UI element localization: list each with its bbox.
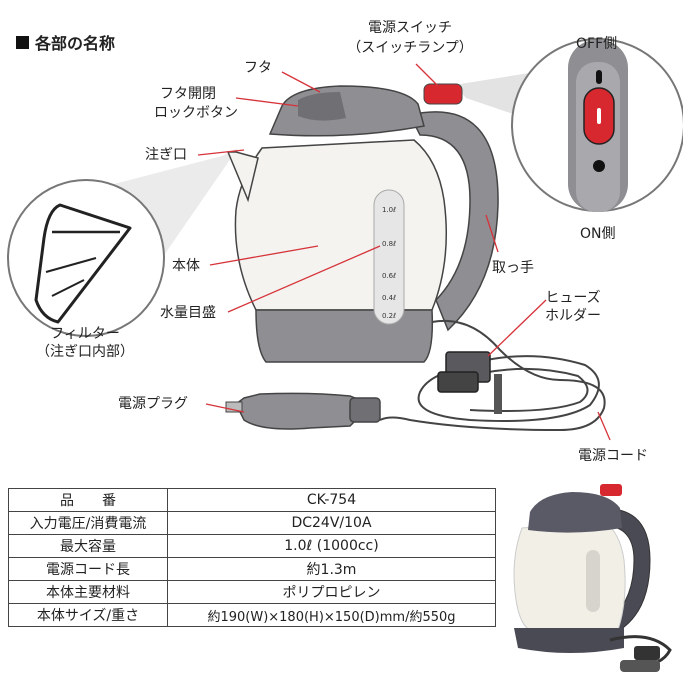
spec-value: 約190(W)×180(H)×150(D)mm/約550g [167,603,496,627]
label-lid-lock-2: ロックボタン [154,105,238,121]
power-plug [225,392,381,430]
label-switch-2: （スイッチランプ） [347,40,473,56]
scale-mark: 0.6ℓ [382,272,396,280]
spec-key: 最大容量 [8,534,168,558]
label-fuse-2: ホルダー [545,308,601,324]
product-photo [513,484,672,672]
spec-value: DC24V/10A [167,511,496,535]
kettle-parts-diagram: 1.0ℓ 0.8ℓ 0.6ℓ 0.4ℓ 0.2ℓ [7,38,683,441]
table-row: 本体主要材料 ポリプロピレン [8,580,496,604]
label-on-side: ON側 [580,226,616,242]
spec-key: 本体主要材料 [8,580,168,604]
spec-key: 入力電圧/消費電流 [8,511,168,535]
spec-value: ポリプロピレン [167,580,496,604]
spec-value: 約1.3m [167,557,496,581]
label-spout: 注ぎ口 [145,147,187,163]
table-row: 電源コード長 約1.3m [8,557,496,581]
label-cord: 電源コード [578,448,648,464]
label-fuse-1: ヒューズ [545,290,601,306]
switch-detail [454,38,683,212]
scale-mark: 0.8ℓ [382,240,396,248]
table-row: 本体サイズ/重さ 約190(W)×180(H)×150(D)mm/約550g [8,603,496,627]
section-heading: 各部の名称 [16,30,115,54]
label-lid: フタ [244,60,272,76]
label-filter-2: （注ぎ口内部） [36,344,134,360]
table-row: 品 番 CK-754 [8,488,496,512]
label-lid-lock-1: フタ開閉 [160,86,216,102]
spec-key: 電源コード長 [8,557,168,581]
heading-square-icon [16,35,29,49]
spec-key: 品 番 [8,488,168,512]
leader-lines [197,63,611,441]
kettle-illustration [226,83,499,363]
label-body: 本体 [172,258,200,274]
label-filter-1: フィルター [50,326,120,342]
table-row: 入力電圧/消費電流 DC24V/10A [8,511,496,535]
spec-key: 本体サイズ/重さ [8,603,168,627]
table-row: 最大容量 1.0ℓ (1000cc) [8,534,496,558]
scale-mark: 1.0ℓ [382,206,396,214]
spec-value: 1.0ℓ (1000cc) [167,534,496,558]
label-water-scale: 水量目盛 [160,305,216,321]
spec-table: 品 番 CK-754 入力電圧/消費電流 DC24V/10A 最大容量 1.0ℓ… [8,488,496,627]
label-plug: 電源プラグ [118,396,188,412]
scale-mark: 0.2ℓ [382,312,396,320]
label-handle: 取っ手 [492,260,534,276]
spec-value: CK-754 [167,488,496,512]
label-off-side: OFF側 [576,36,618,52]
scale-mark: 0.4ℓ [382,294,396,302]
label-switch-1: 電源スイッチ [368,20,452,36]
power-cord [379,319,606,432]
filter-detail [7,148,238,337]
heading-text: 各部の名称 [35,34,116,53]
